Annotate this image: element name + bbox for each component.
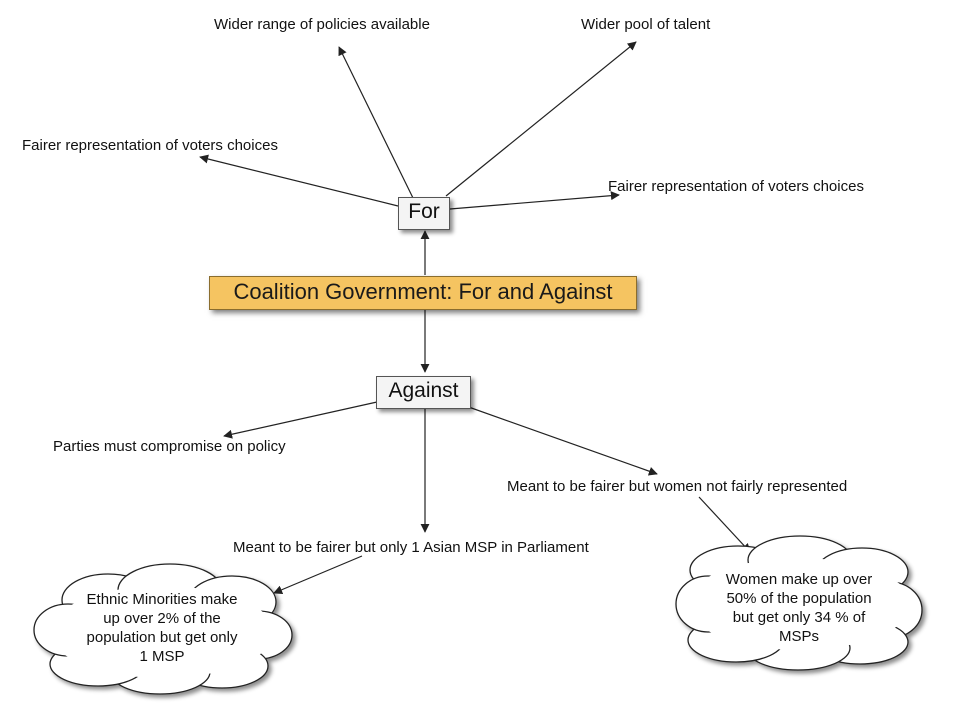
cloud-women-line: but get only 34 % of — [732, 609, 866, 626]
cloud-ethnic-line: up over 2% of the — [103, 610, 221, 627]
against-point-asian: Meant to be fairer but only 1 Asian MSP … — [233, 539, 589, 556]
cloud-ethnic-text: Ethnic Minorities make up over 2% of the… — [62, 590, 262, 666]
connector-for-policies — [338, 46, 414, 199]
cloud-women — [675, 535, 923, 671]
connector-women-cloud — [698, 496, 751, 553]
cloud-ethnic-line: Ethnic Minorities make — [86, 591, 238, 608]
cloud-women-text: Women make up over 50% of the population… — [699, 570, 899, 646]
cloud-women-line: Women make up over — [725, 571, 873, 588]
cloud-ethnic-minorities — [33, 563, 293, 695]
against-point-women: Meant to be fairer but women not fairly … — [507, 478, 848, 495]
for-point-fairer-left: Fairer representation of voters choices — [22, 137, 278, 154]
connector-for-fairer-right — [449, 191, 620, 210]
cloud-ethnic-line: population but get only — [86, 629, 238, 646]
cloud-ethnic-line: 1 MSP — [139, 648, 185, 665]
central-topic: Coalition Government: For and Against — [209, 276, 637, 310]
for-point-policies: Wider range of policies available — [214, 16, 430, 33]
cloud-women-line: 50% of the population — [726, 590, 872, 607]
cloud-women-line: MSPs — [778, 628, 819, 645]
connector-against-compromise — [223, 401, 378, 439]
connector-asian-ethnic-cloud — [273, 555, 363, 595]
for-node: For — [398, 197, 450, 230]
connector-for-fairer-left — [199, 154, 399, 207]
for-point-fairer-right: Fairer representation of voters choices — [608, 178, 864, 195]
connector-for-talent — [445, 41, 637, 197]
against-point-compromise: Parties must compromise on policy — [53, 438, 286, 455]
for-point-talent: Wider pool of talent — [581, 16, 711, 33]
connector-against-women — [462, 404, 658, 476]
against-node: Against — [376, 376, 471, 409]
